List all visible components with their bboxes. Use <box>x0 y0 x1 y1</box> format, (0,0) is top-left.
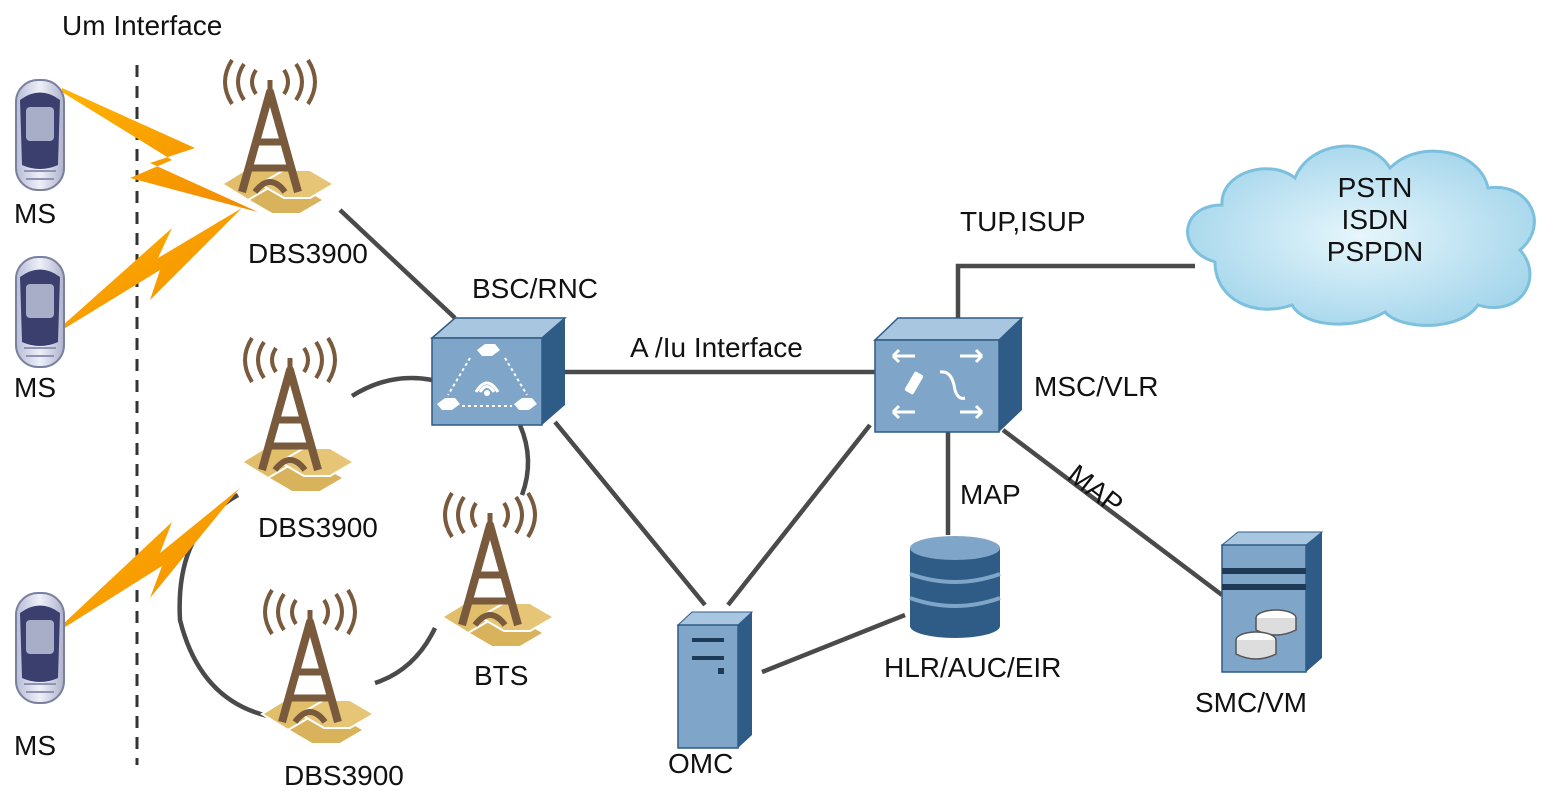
smc-vm-label: SMC/VM <box>1195 687 1307 718</box>
dbs3900-tower-1-icon <box>222 60 334 214</box>
omc-label: OMC <box>668 748 734 779</box>
ms-label-3: MS <box>14 730 56 761</box>
link-msc-smc <box>1001 428 1224 597</box>
dbs3900-label-3: DBS3900 <box>284 760 404 791</box>
bts-tower-icon <box>442 493 554 647</box>
link-dbs2-bsc <box>350 375 433 398</box>
dbs3900-label-2: DBS3900 <box>258 512 378 543</box>
link-bsc-omc <box>553 420 707 607</box>
map-vertical-label: MAP <box>960 479 1021 510</box>
cloud-line-pstn: PSTN <box>1337 172 1413 203</box>
cloud-line-pspdn: PSPDN <box>1326 236 1424 268</box>
dbs3900-tower-2-icon <box>242 338 354 492</box>
link-bts-dbs3 <box>374 627 438 686</box>
radio-links <box>62 88 258 629</box>
link-dbs1-bsc <box>338 208 457 320</box>
cloud-networks-label: PSTN ISDN PSPDN <box>1300 172 1450 269</box>
omc-server-icon <box>676 611 754 749</box>
bts-label: BTS <box>474 660 529 691</box>
msc-vlr-icon <box>873 317 1024 433</box>
lightning-bolt-1-icon <box>62 88 258 212</box>
link-omc-hlr <box>761 612 906 675</box>
dbs3900-label-1: DBS3900 <box>248 238 368 269</box>
lightning-bolt-2-icon <box>62 208 242 330</box>
smc-vm-server-icon <box>1220 531 1324 673</box>
ms-phone-1-icon <box>15 79 65 191</box>
pstn-cloud-icon <box>1186 144 1536 327</box>
hlr-auc-eir-label: HLR/AUC/EIR <box>884 652 1062 683</box>
cloud-line-isdn: ISDN <box>1341 204 1409 236</box>
lightning-bolt-3-icon <box>62 488 240 629</box>
ms-label-1: MS <box>14 198 56 229</box>
link-bsc-bts <box>517 424 531 496</box>
ms-label-2: MS <box>14 372 56 403</box>
bsc-rnc-icon <box>429 317 568 426</box>
um-interface-label: Um Interface <box>62 10 223 41</box>
msc-vlr-label: MSC/VLR <box>1034 371 1159 402</box>
link-msc-omc <box>726 423 872 607</box>
a-iu-interface-label: A /Iu Interface <box>630 332 803 363</box>
bsc-rnc-label: BSC/RNC <box>472 273 599 304</box>
tup-isup-label: TUP,ISUP <box>960 206 1086 237</box>
ms-phone-3-icon <box>15 592 65 704</box>
hlr-database-icon <box>909 536 1001 638</box>
dbs3900-tower-3-icon <box>262 590 374 744</box>
ms-phone-2-icon <box>15 256 65 368</box>
link-msc-cloud <box>955 263 1195 318</box>
